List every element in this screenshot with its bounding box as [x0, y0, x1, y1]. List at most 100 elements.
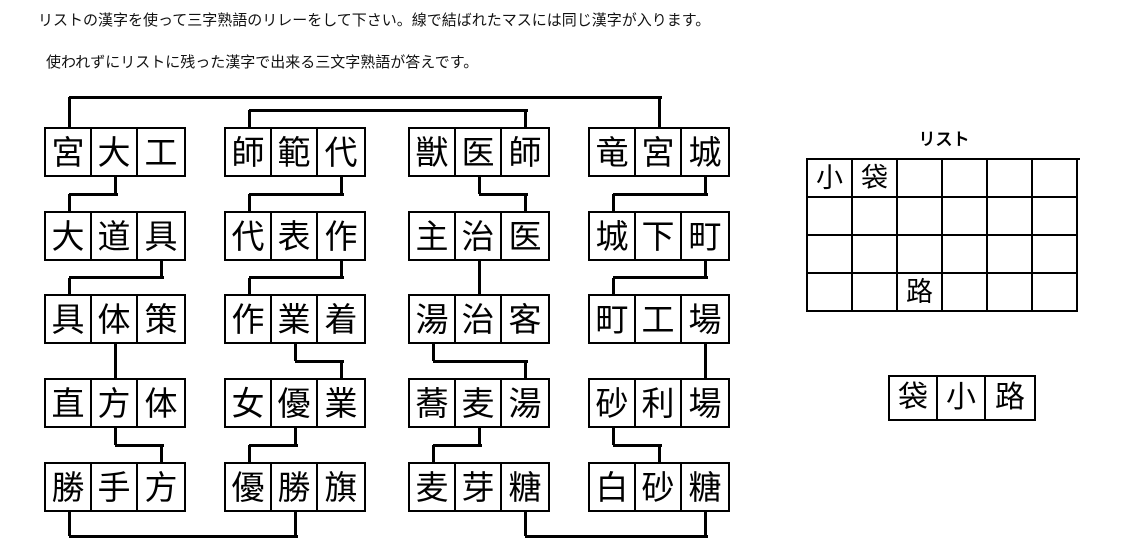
kanji-cell[interactable]: 体 — [144, 383, 178, 423]
list-kanji-cell[interactable] — [988, 274, 1033, 312]
kanji-cell[interactable]: 策 — [144, 299, 178, 339]
kanji-cell[interactable]: 業 — [324, 383, 358, 423]
kanji-cell[interactable]: 芽 — [456, 464, 502, 510]
kanji-cell[interactable]: 優 — [272, 380, 318, 426]
kanji-cell[interactable]: 医 — [456, 129, 502, 175]
kanji-cell[interactable]: 方 — [144, 467, 178, 507]
kanji-cell[interactable]: 客 — [508, 299, 542, 339]
list-kanji-cell[interactable] — [1033, 160, 1078, 198]
kanji-cell[interactable]: 医 — [508, 216, 542, 256]
kanji-cell[interactable]: 町 — [688, 216, 722, 256]
list-kanji-cell[interactable] — [943, 274, 988, 312]
kanji-cell[interactable]: 宮 — [46, 129, 92, 175]
kanji-cell[interactable]: 表 — [272, 213, 318, 259]
kanji-cell[interactable]: 着 — [324, 299, 358, 339]
kanji-cell[interactable]: 業 — [272, 296, 318, 342]
kanji-cell[interactable]: 代 — [324, 132, 358, 172]
kanji-cell[interactable]: 師 — [508, 132, 542, 172]
connector-vertical — [523, 110, 527, 127]
list-kanji-cell[interactable]: 袋 — [853, 160, 898, 198]
kanji-cell[interactable]: 利 — [636, 380, 682, 426]
connector-horizontal — [433, 443, 482, 447]
kanji-cell[interactable]: 具 — [46, 296, 92, 342]
kanji-cell[interactable]: 直 — [46, 380, 92, 426]
list-kanji-cell[interactable] — [853, 198, 898, 236]
kanji-cell[interactable]: 女 — [226, 380, 272, 426]
list-kanji-cell[interactable] — [943, 236, 988, 274]
kanji-cell[interactable]: 糖 — [508, 467, 542, 507]
connector-vertical — [247, 445, 251, 462]
kanji-cell[interactable]: 範 — [272, 129, 318, 175]
kanji-cell[interactable]: 蕎 — [410, 380, 456, 426]
kanji-cell[interactable]: 獣 — [410, 129, 456, 175]
list-title: リスト — [918, 130, 970, 150]
connector-vertical — [703, 177, 707, 194]
kanji-cell[interactable]: 大 — [92, 129, 138, 175]
kanji-cell[interactable]: 場 — [688, 383, 722, 423]
kanji-cell[interactable]: 砂 — [636, 464, 682, 510]
list-kanji-cell[interactable] — [943, 198, 988, 236]
list-kanji-cell[interactable] — [808, 274, 853, 312]
list-kanji-cell[interactable] — [988, 236, 1033, 274]
kanji-cell[interactable]: 作 — [324, 216, 358, 256]
kanji-cell[interactable]: 糖 — [688, 467, 722, 507]
kanji-cell[interactable]: 砂 — [590, 380, 636, 426]
kanji-cell[interactable]: 工 — [636, 296, 682, 342]
kanji-cell[interactable]: 道 — [92, 213, 138, 259]
kanji-cell[interactable]: 手 — [92, 464, 138, 510]
kanji-cell[interactable]: 優 — [226, 464, 272, 510]
kanji-cell[interactable]: 治 — [456, 296, 502, 342]
list-kanji-cell[interactable] — [988, 160, 1033, 198]
kanji-cell[interactable]: 勝 — [272, 464, 318, 510]
kanji-cell[interactable]: 旗 — [324, 467, 358, 507]
kanji-cell[interactable]: 場 — [688, 299, 722, 339]
list-kanji-cell[interactable] — [853, 236, 898, 274]
kanji-cell[interactable]: 白 — [590, 464, 636, 510]
kanji-cell[interactable]: 工 — [144, 132, 178, 172]
answer-kanji-cell: 袋 — [890, 377, 938, 419]
kanji-cell[interactable]: 湯 — [508, 383, 542, 423]
list-kanji-cell[interactable]: 路 — [898, 274, 943, 312]
connector-vertical — [113, 428, 117, 445]
list-kanji-cell[interactable] — [898, 160, 943, 198]
kanji-cell[interactable]: 宮 — [636, 129, 682, 175]
connector-vertical — [247, 194, 251, 211]
kanji-cell[interactable]: 治 — [456, 213, 502, 259]
kanji-cell[interactable]: 作 — [226, 296, 272, 342]
kanji-cell[interactable]: 大 — [46, 213, 92, 259]
list-kanji-cell[interactable]: 小 — [808, 160, 853, 198]
kanji-cell[interactable]: 勝 — [46, 464, 92, 510]
list-kanji-cell[interactable] — [1033, 274, 1078, 312]
kanji-cell[interactable]: 方 — [92, 380, 138, 426]
kanji-relay-puzzle: 宮大工大道具具体策直方体勝手方師範代代表作作業着女優業優勝旗獣医師主治医湯治客蕎… — [44, 95, 730, 538]
kanji-cell[interactable]: 湯 — [410, 296, 456, 342]
kanji-cell[interactable]: 町 — [590, 296, 636, 342]
kanji-cell[interactable]: 体 — [92, 296, 138, 342]
list-kanji-cell[interactable] — [808, 236, 853, 274]
list-kanji-cell[interactable] — [853, 274, 898, 312]
list-kanji-cell[interactable] — [988, 198, 1033, 236]
list-kanji-cell[interactable] — [1033, 236, 1078, 274]
word-box: 獣医師 — [408, 127, 550, 177]
connector-horizontal — [69, 95, 662, 99]
kanji-cell[interactable]: 城 — [688, 132, 722, 172]
kanji-cell[interactable]: 竜 — [590, 129, 636, 175]
kanji-cell[interactable]: 下 — [636, 213, 682, 259]
list-kanji-cell[interactable] — [898, 198, 943, 236]
list-kanji-cell[interactable] — [808, 198, 853, 236]
kanji-cell[interactable]: 代 — [226, 213, 272, 259]
connector-vertical — [293, 512, 297, 536]
list-row — [808, 198, 1080, 236]
instruction-line-2: 使われずにリストに残った漢字で出来る三文字熟語が答えです。 — [46, 53, 479, 71]
kanji-cell[interactable]: 麦 — [410, 464, 456, 510]
list-kanji-cell[interactable] — [898, 236, 943, 274]
connector-vertical — [339, 361, 343, 378]
kanji-cell[interactable]: 麦 — [456, 380, 502, 426]
kanji-cell[interactable]: 師 — [226, 129, 272, 175]
list-kanji-cell[interactable] — [943, 160, 988, 198]
list-kanji-cell[interactable] — [1033, 198, 1078, 236]
connector-horizontal — [613, 443, 662, 447]
kanji-cell[interactable]: 城 — [590, 213, 636, 259]
kanji-cell[interactable]: 具 — [144, 216, 178, 256]
kanji-cell[interactable]: 主 — [410, 213, 456, 259]
